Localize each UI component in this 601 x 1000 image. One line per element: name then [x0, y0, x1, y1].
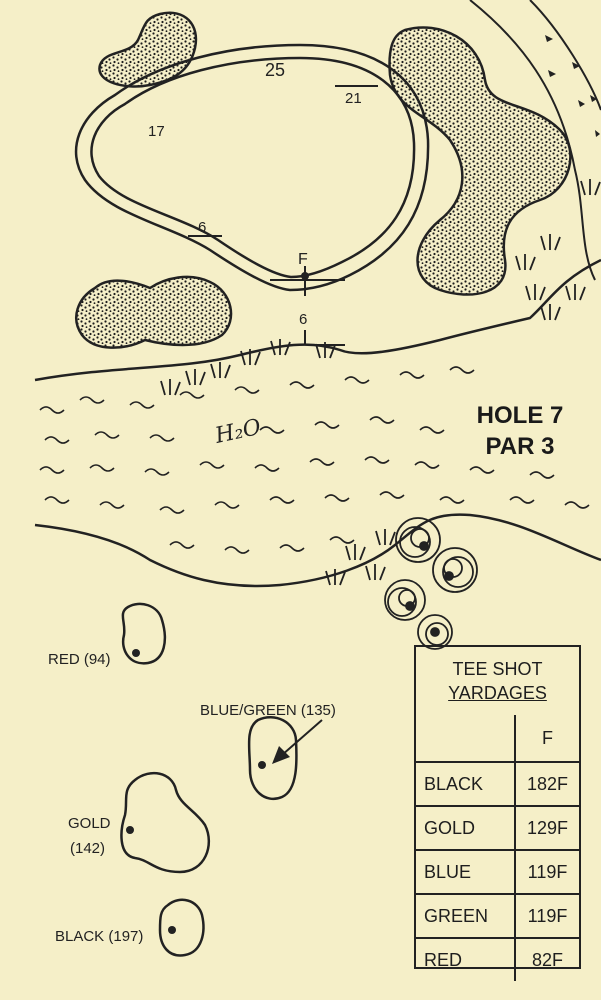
hole-number: HOLE 7 — [476, 402, 564, 429]
tee-label-gold-line1: GOLD — [68, 815, 111, 832]
tee-marker-blue-green — [258, 761, 266, 769]
tee-label-gold-line2: (142) — [70, 840, 105, 857]
tee-marker-red — [132, 649, 140, 657]
tee-box-black — [158, 898, 205, 957]
yardage-row-gold: GOLD 129F — [416, 805, 579, 849]
yardage-table-title: TEE SHOT YARDAGES — [416, 647, 579, 715]
front-distance-label: 6 — [299, 311, 307, 328]
green-label-17: 17 — [148, 123, 165, 140]
water-edge-top — [34, 258, 601, 382]
tee-label-red: RED (94) — [48, 651, 111, 668]
tee-box-red — [121, 602, 166, 665]
tee-marker-black — [168, 926, 176, 934]
yardage-row-blue: BLUE 119F — [416, 849, 579, 893]
yardage-tee-name: GREEN — [416, 895, 516, 937]
green-label-25: 25 — [265, 60, 285, 80]
yardage-table: TEE SHOT YARDAGES F BLACK 182F GOLD 129F… — [414, 645, 581, 981]
water-hazard — [35, 321, 601, 586]
fairway-edge-line — [529, 0, 601, 111]
yardage-value: 119F — [527, 861, 568, 882]
tee-pointer-line — [281, 719, 323, 756]
water-waves — [39, 366, 590, 554]
green-label-21: 21 — [345, 90, 362, 107]
yardage-value: 82F — [531, 949, 564, 970]
green-inner — [90, 56, 416, 279]
hole-par: PAR 3 — [485, 433, 555, 460]
bunker-front-left — [75, 275, 233, 349]
yardage-value: 182F — [526, 773, 569, 794]
hole-title: HOLE 7 PAR 3 — [455, 400, 585, 462]
tee-box-blue-green — [247, 715, 298, 800]
yardage-column-header-row: F — [416, 715, 579, 761]
tee-label-black: BLACK (197) — [55, 928, 143, 945]
pin-label: F — [298, 251, 308, 268]
yardage-row-black: BLACK 182F — [416, 761, 579, 805]
yardage-f-column-header: F — [542, 727, 553, 748]
yardage-tee-column-header — [416, 715, 516, 761]
yardage-tee-name: GOLD — [416, 807, 516, 849]
fairway-edge-line — [469, 0, 596, 281]
green-label-6: 6 — [198, 219, 206, 236]
green-outer — [74, 43, 430, 292]
tee-pointer-arrowhead — [272, 746, 290, 764]
grass-tufts — [160, 179, 601, 586]
bunker-top-left — [98, 11, 198, 88]
yardage-tee-name: BLUE — [416, 851, 516, 893]
tee-marker-gold — [126, 826, 134, 834]
bunker-right — [388, 26, 572, 296]
yardage-row-red: RED 82F — [416, 937, 579, 981]
yardage-value: 129F — [526, 817, 569, 838]
yardage-tee-name: BLACK — [416, 763, 516, 805]
tee-label-blue-green: BLUE/GREEN (135) — [200, 702, 336, 719]
yardage-title-line1: TEE SHOT — [452, 659, 543, 679]
pin-dot — [301, 272, 309, 280]
yardage-value: 119F — [527, 905, 568, 926]
tee-box-gold — [120, 771, 211, 874]
tree-marks — [545, 35, 600, 137]
yardage-title-line2: YARDAGES — [448, 683, 547, 703]
yardage-row-green: GREEN 119F — [416, 893, 579, 937]
yardage-tee-name: RED — [416, 939, 516, 981]
water-edge-bottom — [34, 513, 601, 588]
